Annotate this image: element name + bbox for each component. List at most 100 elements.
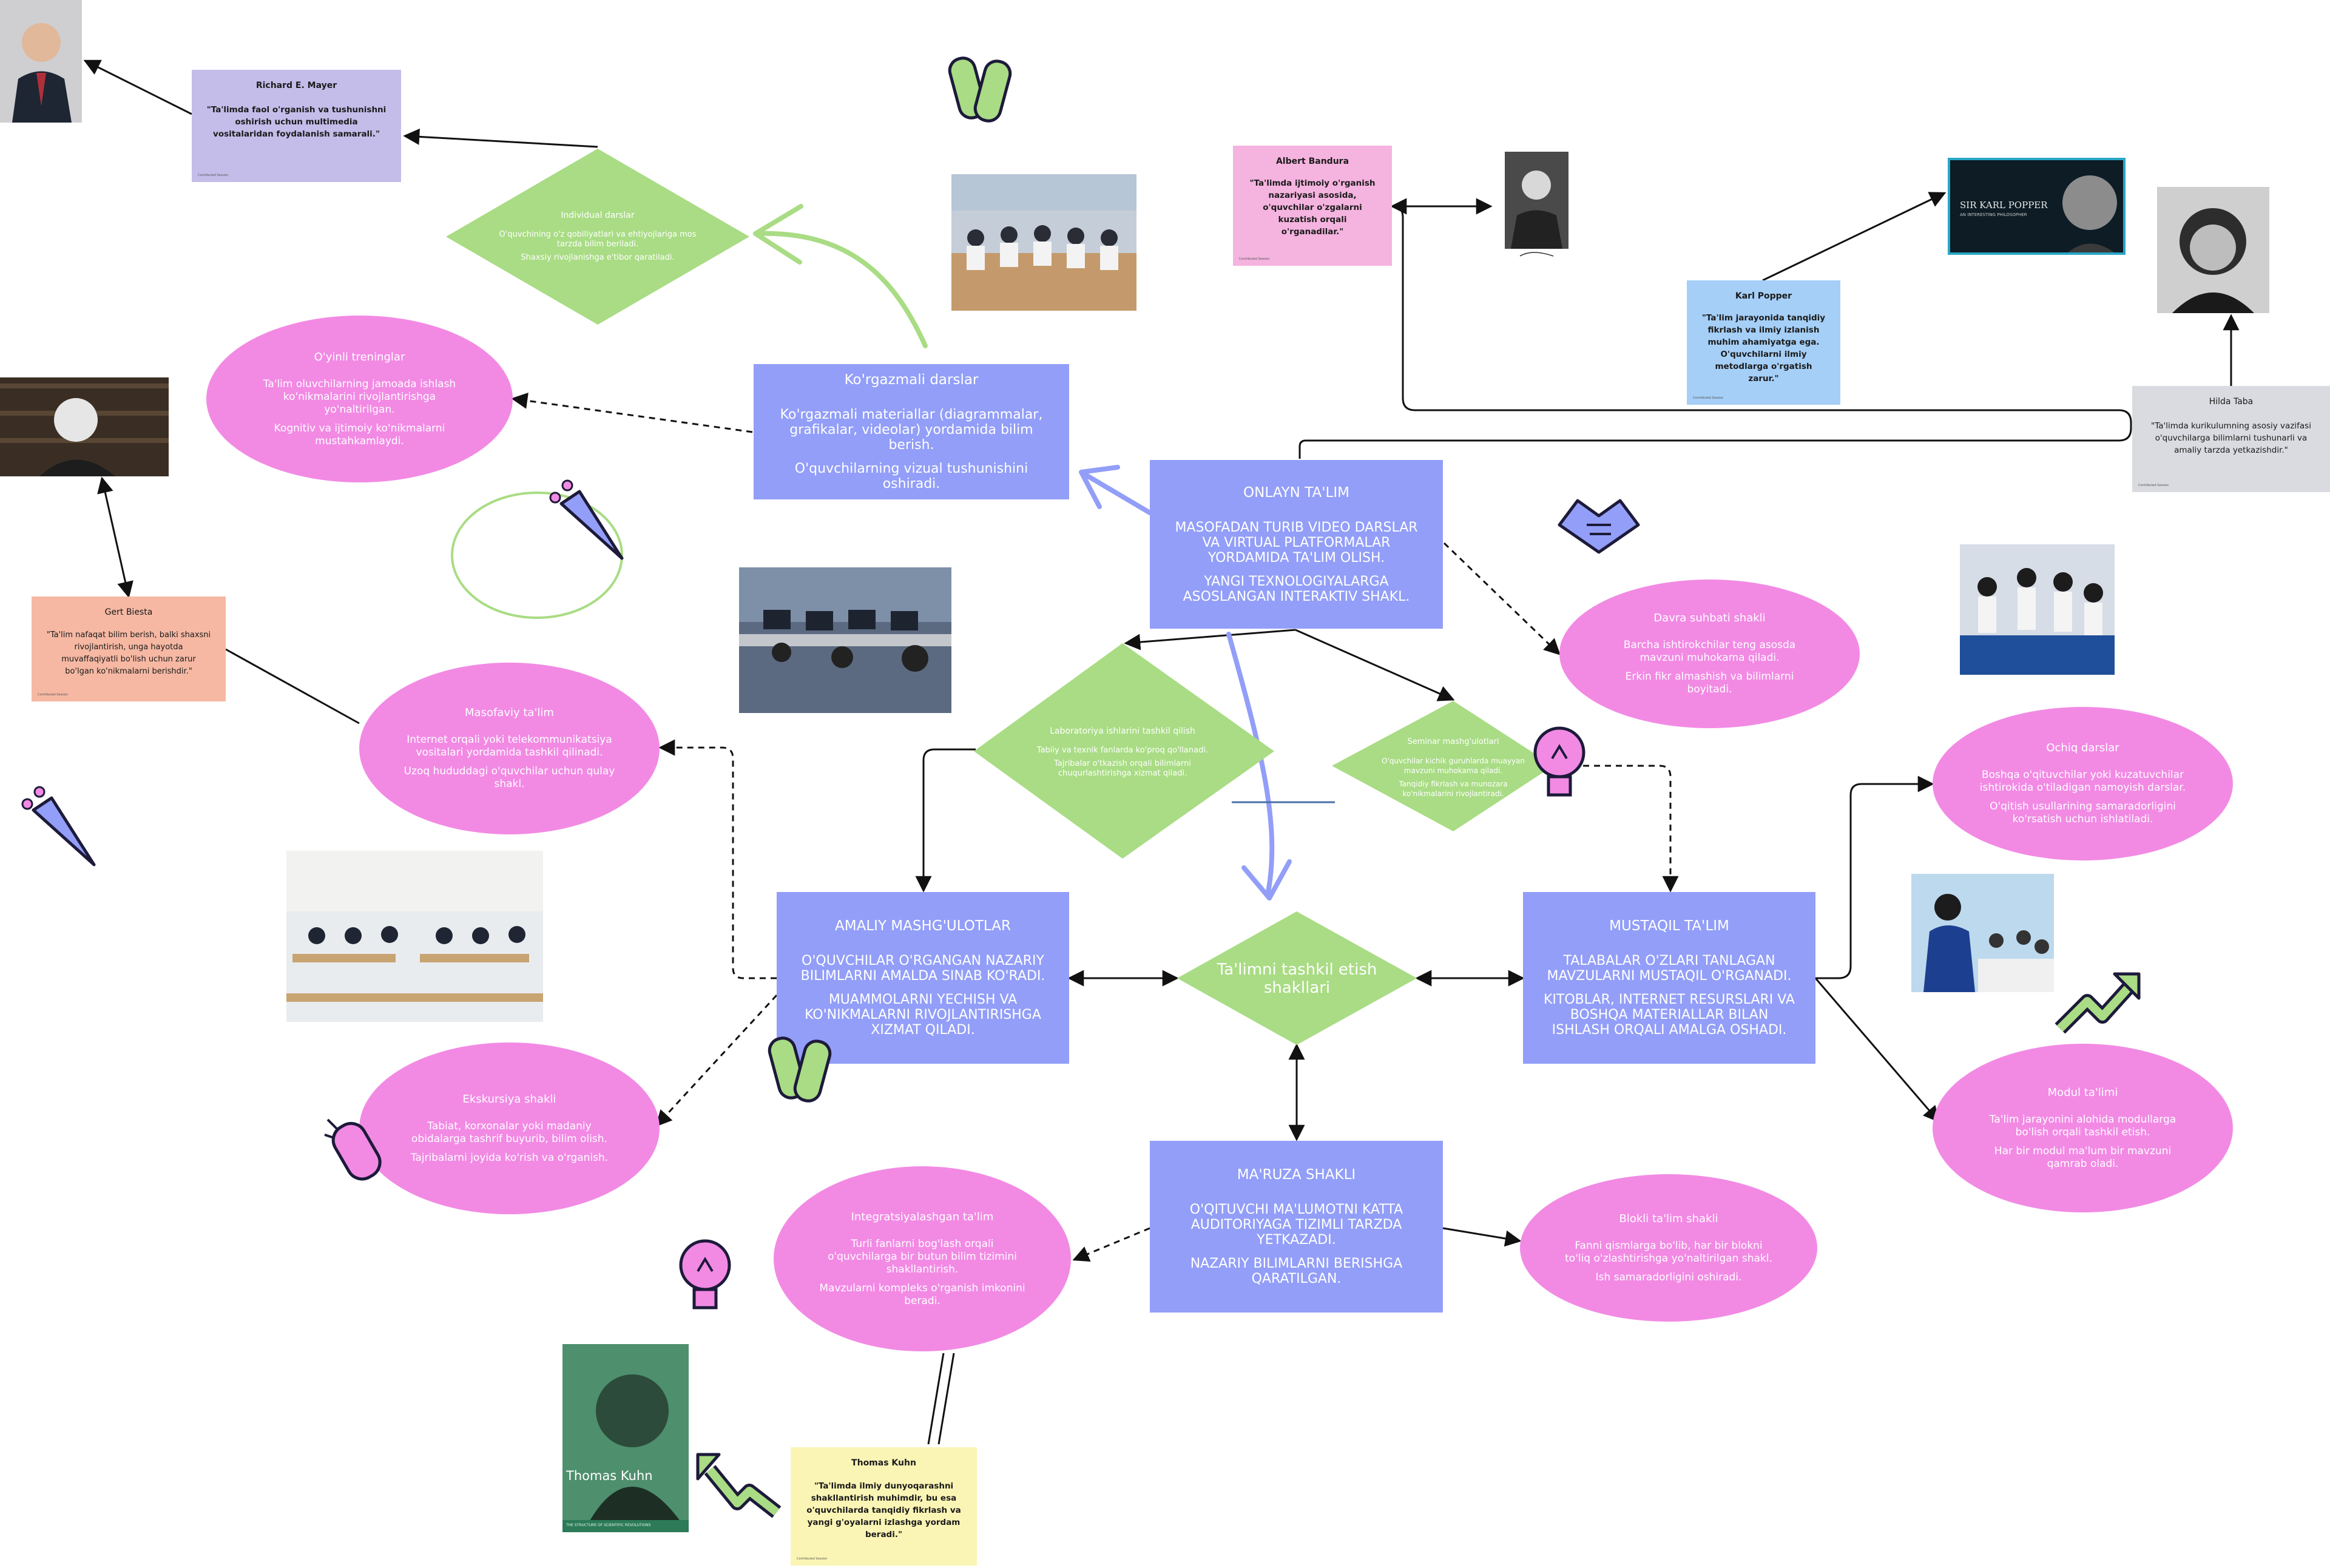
arrow-mustaqil-to-modul xyxy=(1814,978,1940,1123)
arrow-maruza-to-bloki xyxy=(1442,1227,1522,1247)
node-text: Ish samaradorligini oshiradi. xyxy=(1595,1271,1742,1283)
node-maruza-shakli[interactable]: MA'RUZA SHAKLI O'QITUVCHI MA'LUMOTNI KAT… xyxy=(1150,1141,1443,1313)
node-masofaviy-talim[interactable]: Masofaviy ta'lim Internet orqali yoki te… xyxy=(359,663,660,834)
quote-footer: Contributed Session xyxy=(198,174,229,177)
blue-curve-arrow-head xyxy=(1241,859,1292,901)
clapping-hands-icon xyxy=(324,1118,382,1181)
quote-text: "Ta'limda faol o'rganish va tushunishni … xyxy=(206,105,387,139)
node-blokli-talim[interactable]: Blokli ta'lim shakli Fanni qismlarga bo'… xyxy=(1520,1174,1817,1322)
node-text: TALABALAR O'ZLARI TANLAGAN MAVZULARNI MU… xyxy=(1547,953,1792,984)
node-oyinli-treninglar[interactable]: O'yinli treninglar Ta'lim oluvchilarning… xyxy=(206,316,513,482)
arrow-individual-to-mayer xyxy=(403,128,598,148)
node-onlayn-talim[interactable]: ONLAYN TA'LIM MASOFADAN TURIB VIDEO DARS… xyxy=(1150,460,1443,629)
quote-author: Thomas Kuhn xyxy=(851,1458,916,1468)
node-ochiq-darslar[interactable]: Ochiq darslar Boshqa o'qituvchilar yoki … xyxy=(1933,707,2233,860)
node-text: Tabiiy va texnik fanlarda ko'proq qo'lla… xyxy=(1036,746,1209,755)
node-text: Erkin fikr almashish va bilimlarni boyit… xyxy=(1625,671,1794,695)
node-title: MUSTAQIL TA'LIM xyxy=(1609,918,1729,934)
lightbulb-icon xyxy=(679,1239,731,1309)
arrow-mustaqil-to-ochiq xyxy=(1815,776,1934,979)
center-title: Ta'limni tashkil etish shakllari xyxy=(1217,960,1377,997)
node-text: Uzoq hududdagi o'quvchilar uchun qulay s… xyxy=(404,765,615,790)
quote-footer: Contributed Session xyxy=(1239,257,1270,261)
node-text: MASOFADAN TURIB VIDEO DARSLAR VA VIRTUAL… xyxy=(1175,519,1418,566)
node-mustaqil-talim[interactable]: MUSTAQIL TA'LIM TALABALAR O'ZLARI TANLAG… xyxy=(1523,892,1815,1064)
node-title: Integratsiyalashgan ta'lim xyxy=(851,1210,994,1223)
quote-text: "Ta'limda ijtimoiy o'rganish nazariyasi … xyxy=(1249,178,1376,237)
quote-author: Gert Biesta xyxy=(104,607,153,617)
node-modul-talimi[interactable]: Modul ta'limi Ta'lim jarayonini alohida … xyxy=(1933,1044,2233,1212)
quote-card-kuhn: Thomas Kuhn "Ta'limda ilmiy dunyoqarashn… xyxy=(791,1447,977,1566)
handshake-icon xyxy=(1558,499,1640,554)
node-title: Individual darslar xyxy=(561,211,635,220)
arrow-biesta-to-masofaviy xyxy=(225,648,360,725)
arrow-korgazmali-to-oyinli xyxy=(511,392,753,433)
photo-caption: SIR KARL POPPER xyxy=(1960,200,2048,211)
node-text: O'QUVCHILAR O'RGANGAN NAZARIY BILIMLARNI… xyxy=(800,953,1045,984)
node-title: Ko'rgazmali darslar xyxy=(844,372,979,388)
node-individual-darslar[interactable]: Individual darslar O'quvchining o'z qobi… xyxy=(495,188,701,285)
line-integratsiya-kuhn-1 xyxy=(927,1353,945,1445)
node-korgazmali-darslar[interactable]: Ko'rgazmali darslar Ko'rgazmali material… xyxy=(754,364,1069,499)
quote-author: Richard E. Mayer xyxy=(255,81,337,90)
arrow-amaliy-to-ekskursiya xyxy=(655,994,778,1127)
high-five-icon xyxy=(948,56,1012,123)
node-amaliy-mashgulotlar[interactable]: AMALIY MASHG'ULOTLAR O'QUVCHILAR O'RGANG… xyxy=(777,892,1069,1064)
node-text: O'qitish usullarining samaradorligini ko… xyxy=(1990,800,2176,825)
node-center[interactable]: Ta'limni tashkil etish shakllari xyxy=(1207,947,1386,1010)
node-laboratoriya[interactable]: Laboratoriya ishlarini tashkil qilish Ta… xyxy=(1032,692,1214,813)
node-integratsiyalashgan-talim[interactable]: Integratsiyalashgan ta'lim Turli fanlarn… xyxy=(774,1166,1071,1351)
node-text: Mavzularni kompleks o'rganish imkonini b… xyxy=(819,1282,1025,1307)
arrow-amaliy-to-masofaviy xyxy=(658,739,777,979)
node-text: Har bir modul ma'lum bir mavzuni qamrab … xyxy=(1994,1144,2172,1170)
arrow-maruza-to-integratsiya xyxy=(1072,1227,1150,1262)
diamond-laboratoriya xyxy=(974,643,1274,859)
green-curve-arrow xyxy=(756,231,928,348)
party-popper-icon xyxy=(549,479,624,560)
node-davra-suhbati[interactable]: Davra suhbati shakli Barcha ishtirokchil… xyxy=(1559,580,1860,728)
zigzag-arrow-icon xyxy=(696,1453,782,1518)
diamond-individual xyxy=(446,149,749,325)
photo-computer-lab xyxy=(739,567,951,713)
arrow-online-to-lab xyxy=(1124,629,1296,651)
node-seminar[interactable]: Seminar mashg'ulotlari O'quvchilar kichi… xyxy=(1377,722,1529,813)
party-popper-icon xyxy=(21,786,96,867)
photo-students-meeting xyxy=(1960,544,2115,675)
node-text: NAZARIY BILIMLARNI BERISHGA QARATILGAN. xyxy=(1190,1256,1403,1286)
portrait-thomas-kuhn: Thomas Kuhn THE STRUCTURE OF SCIENTIFIC … xyxy=(562,1344,689,1532)
node-title: Seminar mashg'ulotlari xyxy=(1407,737,1499,746)
line-integratsiya-kuhn-2 xyxy=(937,1353,955,1445)
node-text: Tabiat, korxonalar yoki madaniy obidalar… xyxy=(411,1120,607,1145)
node-text: Ko'rgazmali materiallar (diagrammalar, g… xyxy=(780,407,1043,453)
portrait-gert-biesta xyxy=(0,377,169,476)
arrow-photo-to-biesta xyxy=(97,476,133,598)
node-title: ONLAYN TA'LIM xyxy=(1243,484,1349,501)
blue-arrow-to-korgazmali xyxy=(1081,471,1152,515)
quote-author: Karl Popper xyxy=(1735,291,1792,301)
arrow-lab-to-amaliy xyxy=(915,748,976,893)
photo-teacher-classroom xyxy=(1911,874,2054,992)
quote-footer: Contributed Session xyxy=(2138,484,2169,487)
node-title: Modul ta'limi xyxy=(2047,1086,2118,1099)
diamond-center xyxy=(1177,911,1417,1045)
arrow-seminar-to-mustaqil xyxy=(1550,765,1679,893)
quote-card-taba: Hilda Taba "Ta'limda kurikulumning asosi… xyxy=(2132,386,2330,492)
node-ekskursiya-shakli[interactable]: Ekskursiya shakli Tabiat, korxonalar yok… xyxy=(359,1043,660,1214)
node-text: Tajribalar o'tkazish orqali bilimlarni c… xyxy=(1053,759,1191,778)
portrait-richard-mayer xyxy=(0,0,82,123)
quote-card-biesta: Gert Biesta "Ta'lim nafaqat bilim berish… xyxy=(32,596,226,701)
node-title: AMALIY MASHG'ULOTLAR xyxy=(835,918,1011,934)
node-text: Ta'lim jarayonini alohida modullarga bo'… xyxy=(1989,1113,2176,1138)
portrait-hilda-taba xyxy=(2157,187,2269,313)
node-text: YANGI TEXNOLOGIYALARGA ASOSLANGAN INTERA… xyxy=(1183,573,1410,604)
node-title: Blokli ta'lim shakli xyxy=(1619,1212,1718,1225)
arrow-online-to-seminar xyxy=(1295,629,1455,701)
node-text: Boshqa o'qituvchilar yoki kuzatuvchilar … xyxy=(1979,769,2186,794)
blue-arrow-head-korgazmali xyxy=(1079,465,1120,509)
node-text: O'QITUVCHI MA'LUMOTNI KATTA AUDITORIYAGA… xyxy=(1189,1202,1403,1248)
photo-classroom-students xyxy=(951,174,1136,311)
line-bandura-to-taba xyxy=(1298,198,2132,459)
